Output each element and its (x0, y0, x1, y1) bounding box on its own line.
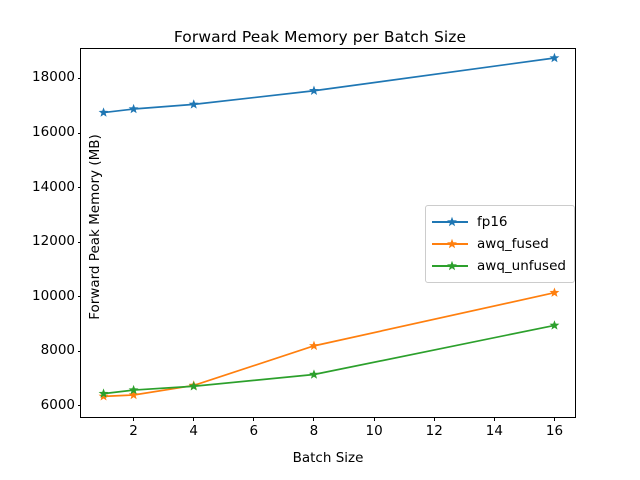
legend-label: awq_unfused (477, 258, 566, 274)
legend-swatch (432, 215, 468, 229)
data-point-marker (188, 381, 199, 391)
x-tick-label: 6 (249, 423, 259, 439)
legend-label: awq_fused (477, 236, 549, 252)
series-awq_unfused (98, 320, 560, 398)
y-tick-mark (77, 187, 81, 189)
data-point-marker (549, 320, 560, 330)
x-tick-mark (553, 417, 555, 421)
data-point-marker (98, 107, 109, 117)
data-point-marker (549, 52, 560, 63)
data-point-marker (309, 85, 319, 95)
legend-swatch (432, 237, 468, 251)
legend-item-fp16[interactable]: fp16 (432, 211, 566, 233)
data-point-marker (188, 99, 199, 109)
page-title: Forward Peak Memory per Batch Size (173, 28, 467, 46)
y-tick-mark (77, 77, 81, 79)
legend-item-awq_unfused[interactable]: awq_unfused (432, 255, 566, 277)
y-tick-mark (77, 350, 81, 352)
x-tick-mark (373, 417, 375, 421)
x-tick-label: 12 (425, 423, 443, 439)
x-tick-mark (493, 417, 495, 421)
data-point-marker (309, 369, 319, 379)
star-shape (447, 216, 457, 227)
legend[interactable]: fp16 awq_fused awq_unfused (425, 205, 575, 283)
x-tick-label: 2 (129, 423, 138, 439)
series-fp16 (98, 52, 560, 117)
data-point-marker (98, 391, 109, 401)
star-marker-icon (447, 216, 457, 227)
star-shape (447, 260, 457, 271)
star-marker-icon (447, 260, 457, 271)
series-awq_fused (98, 287, 560, 401)
x-tick-mark (433, 417, 435, 421)
x-tick-mark (133, 417, 135, 421)
legend-label: fp16 (477, 214, 508, 230)
data-point-marker (128, 389, 139, 400)
y-tick-label: 10000 (32, 287, 75, 304)
x-tick-label: 8 (309, 423, 319, 439)
x-tick-label: 10 (365, 423, 383, 439)
y-tick-label: 16000 (32, 124, 75, 141)
x-tick-label: 16 (545, 423, 564, 439)
series-line (103, 57, 555, 114)
x-tick-mark (193, 417, 195, 421)
y-tick-label: 8000 (40, 342, 75, 359)
data-point-marker (128, 103, 139, 114)
y-tick-label: 14000 (32, 178, 75, 195)
x-axis-label: Batch Size (292, 450, 364, 466)
x-tick-mark (313, 417, 315, 421)
data-point-marker (128, 384, 139, 395)
y-tick-mark (77, 296, 81, 298)
x-tick-label: 4 (189, 423, 199, 439)
legend-item-awq_fused[interactable]: awq_fused (432, 233, 566, 255)
y-tick-mark (77, 132, 81, 134)
y-tick-label: 6000 (40, 396, 75, 413)
data-point-marker (98, 388, 109, 398)
x-tick-mark (253, 417, 255, 421)
data-point-marker (549, 287, 560, 297)
x-tick-label: 14 (485, 423, 503, 439)
series-line (103, 291, 555, 398)
star-marker-icon (447, 238, 457, 249)
y-tick-label: 18000 (32, 69, 75, 86)
y-tick-label: 12000 (32, 233, 75, 250)
legend-swatch (432, 259, 468, 273)
data-point-marker (309, 340, 319, 351)
y-tick-mark (77, 405, 81, 407)
series-line (103, 324, 555, 395)
y-tick-mark (77, 241, 81, 243)
star-shape (447, 238, 457, 249)
series-canvas (98, 52, 560, 401)
